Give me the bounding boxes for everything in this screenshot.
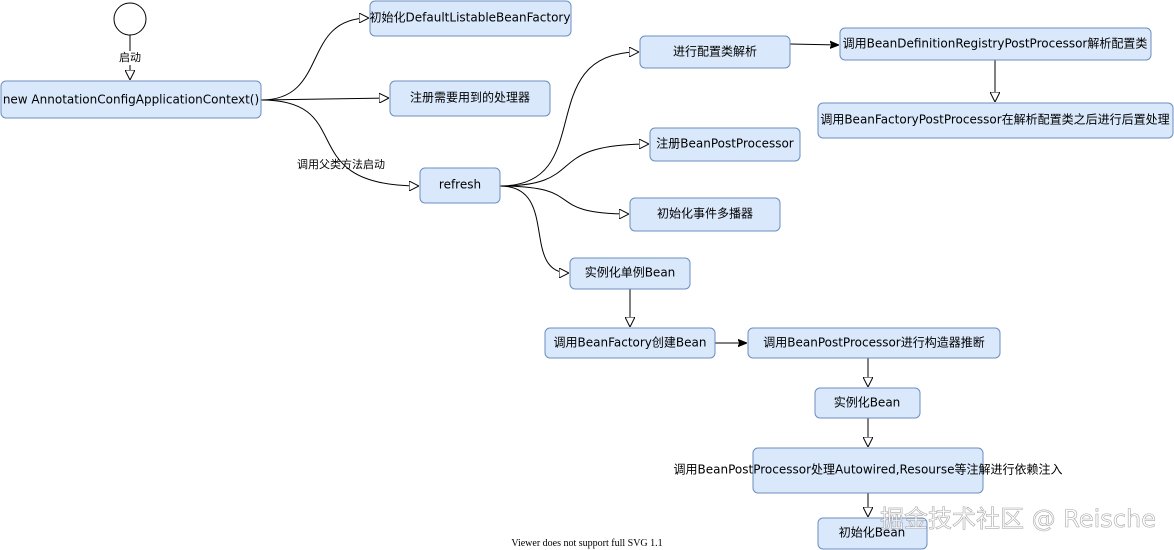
svg-text:调用BeanPostProcessor进行构造器推断: 调用BeanPostProcessor进行构造器推断 xyxy=(763,335,984,350)
node-register-bpp[interactable]: 注册BeanPostProcessor xyxy=(649,127,801,162)
svg-text:注册BeanPostProcessor: 注册BeanPostProcessor xyxy=(656,136,794,151)
node-factory-post[interactable]: 调用BeanFactoryPostProcessor在解析配置类之后进行后置处理 xyxy=(817,102,1174,139)
edge-context-refresh xyxy=(260,99,419,186)
svg-text:调用BeanDefinitionRegistryPostPr: 调用BeanDefinitionRegistryPostProcessor解析配… xyxy=(843,37,1148,51)
edge-label-parent-call: 调用父类方法启动 xyxy=(297,157,385,171)
svg-text:实例化单例Bean: 实例化单例Bean xyxy=(585,265,676,280)
node-config-parse[interactable]: 进行配置类解析 xyxy=(639,35,791,69)
node-context[interactable]: new AnnotationConfigApplicationContext() xyxy=(0,80,262,119)
start-node xyxy=(113,2,147,36)
svg-text:进行配置类解析: 进行配置类解析 xyxy=(673,45,757,59)
edge-refresh-config xyxy=(499,52,639,187)
node-init-bean[interactable]: 初始化Bean xyxy=(817,517,928,550)
edge-refresh-bpp xyxy=(499,144,649,187)
node-populate[interactable]: 调用BeanPostProcessor处理Autowired,Resourse等… xyxy=(674,447,1063,494)
svg-text:new AnnotationConfigApplicatio: new AnnotationConfigApplicationContext() xyxy=(3,93,259,107)
edge-context-initfactory xyxy=(260,18,369,101)
node-create-bean[interactable]: 调用BeanFactory创建Bean xyxy=(544,327,716,359)
node-register-processors[interactable]: 注册需要用到的处理器 xyxy=(389,80,551,117)
node-init-factory[interactable]: 初始化DefaultListableBeanFactory xyxy=(369,0,572,37)
edges xyxy=(130,18,995,517)
svg-text:调用BeanFactoryPostProcessor在解析配: 调用BeanFactoryPostProcessor在解析配置类之后进行后置处理 xyxy=(820,113,1169,127)
edge-config-registrypost xyxy=(789,44,839,45)
svg-text:初始化Bean: 初始化Bean xyxy=(839,526,906,540)
svg-text:初始化事件多播器: 初始化事件多播器 xyxy=(657,207,753,221)
footer-note: Viewer does not support full SVG 1.1 xyxy=(511,538,662,549)
svg-text:实例化Bean: 实例化Bean xyxy=(834,395,901,410)
svg-text:refresh: refresh xyxy=(439,178,481,192)
edge-context-register xyxy=(260,98,389,100)
node-multicaster[interactable]: 初始化事件多播器 xyxy=(629,197,781,232)
svg-text:注册需要用到的处理器: 注册需要用到的处理器 xyxy=(410,90,530,105)
node-instantiate-bean[interactable]: 实例化Bean xyxy=(814,387,921,419)
svg-text:调用BeanFactory创建Bean: 调用BeanFactory创建Bean xyxy=(554,336,707,350)
edge-refresh-singletons xyxy=(499,185,569,273)
edge-label-start: 启动 xyxy=(119,51,141,64)
watermark: 掘金技术社区 @ Reische xyxy=(880,505,1156,533)
node-registry-post[interactable]: 调用BeanDefinitionRegistryPostProcessor解析配… xyxy=(839,27,1152,61)
svg-text:初始化DefaultListableBeanFactory: 初始化DefaultListableBeanFactory xyxy=(370,11,571,25)
node-constructor-inference[interactable]: 调用BeanPostProcessor进行构造器推断 xyxy=(747,327,1001,359)
node-refresh[interactable]: refresh xyxy=(419,167,501,204)
node-instantiate-singletons[interactable]: 实例化单例Bean xyxy=(569,257,691,290)
edge-refresh-multicaster xyxy=(499,185,629,214)
svg-text:调用BeanPostProcessor处理Autowired: 调用BeanPostProcessor处理Autowired,Resourse等… xyxy=(674,462,1063,477)
